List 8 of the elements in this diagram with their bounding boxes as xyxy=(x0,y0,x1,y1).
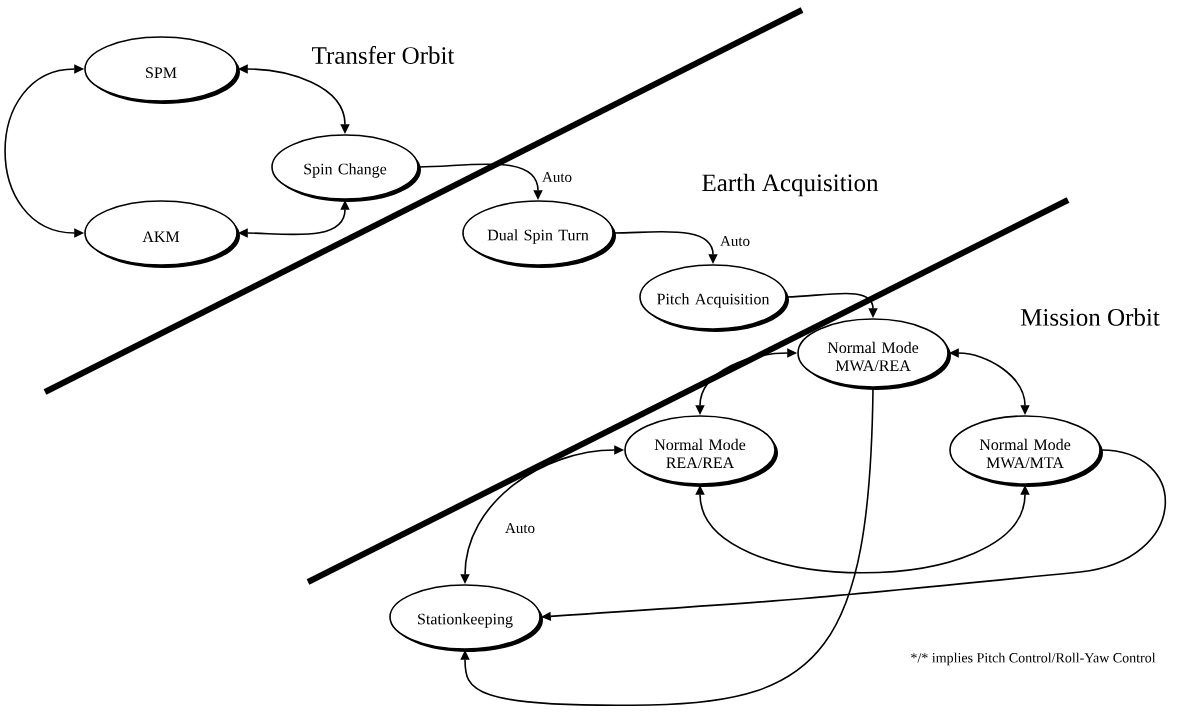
region-title: Transfer Orbit xyxy=(312,46,455,64)
note-text: */* implies Pitch Control/Roll-Yaw Control xyxy=(911,652,1156,666)
edge-label: Auto xyxy=(504,521,536,534)
arrow xyxy=(460,387,874,707)
region-title: Mission Orbit xyxy=(1020,308,1160,326)
region-title: Earth Acquisition xyxy=(702,173,879,197)
edge-label: Auto xyxy=(541,170,573,183)
edge-label: Auto xyxy=(719,234,751,247)
